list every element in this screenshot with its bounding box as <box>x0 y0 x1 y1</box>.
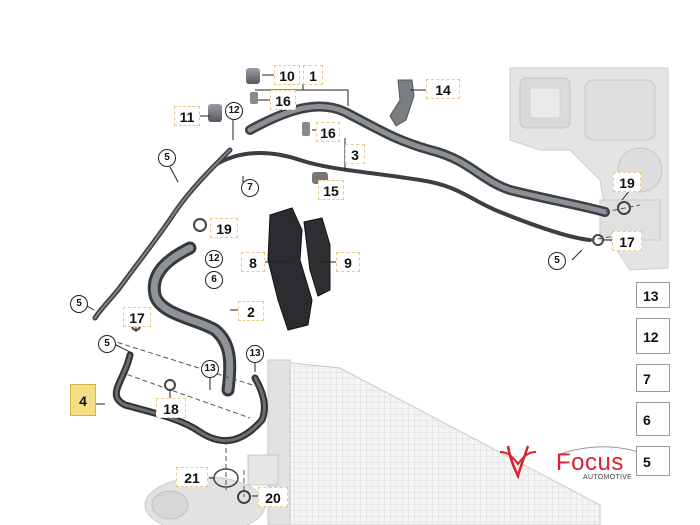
callout-2: 2 <box>238 301 264 321</box>
circle-callout-5-lower: 5 <box>98 335 116 353</box>
circle-callout-5-right: 5 <box>548 252 566 270</box>
circle-callout-7: 7 <box>241 179 259 197</box>
callout-1: 1 <box>303 65 323 85</box>
circle-callout-5-top: 5 <box>158 149 176 167</box>
legend-cell-5: 5 <box>636 446 670 476</box>
callout-20: 20 <box>258 487 288 507</box>
insulation-8 <box>267 207 313 331</box>
legend-cell-7: 7 <box>636 364 670 392</box>
part-oring-19b <box>193 218 207 232</box>
ac-hoses <box>92 101 610 445</box>
circle-callout-13-right: 13 <box>246 345 264 363</box>
callout-18: 18 <box>156 398 186 418</box>
callout-19-left: 19 <box>210 218 238 238</box>
insulation-9 <box>303 217 331 297</box>
legend-cell-13: 13 <box>636 282 670 308</box>
callout-4: 4 <box>70 384 96 416</box>
small-parts <box>131 68 631 504</box>
callout-16-upper: 16 <box>270 90 296 110</box>
callout-9: 9 <box>336 252 360 272</box>
circle-callout-6: 6 <box>205 271 223 289</box>
circle-callout-13-left: 13 <box>201 360 219 378</box>
callout-17-left: 17 <box>123 307 151 327</box>
circle-callout-5-left: 5 <box>70 295 88 313</box>
insulation-pads <box>267 207 331 331</box>
part-valve-16b <box>302 122 310 136</box>
callout-19-right: 19 <box>613 172 641 192</box>
callout-15: 15 <box>318 180 344 200</box>
callout-16-lower: 16 <box>316 122 340 142</box>
part-valve-16a <box>250 92 258 104</box>
brand-tagline: AUTOMOTIVE <box>583 474 633 481</box>
part-oring-19a <box>617 201 631 215</box>
part-cap-10 <box>246 68 260 84</box>
circle-callout-12-mid: 12 <box>205 250 223 268</box>
callout-21: 21 <box>176 467 208 487</box>
callout-14: 14 <box>426 79 460 99</box>
brand-name: Focus <box>556 449 624 476</box>
callout-11: 11 <box>174 106 200 126</box>
part-cap-11 <box>208 104 222 122</box>
part-bracket-14 <box>389 79 415 127</box>
compressor <box>144 476 266 525</box>
legend-cell-6: 6 <box>636 402 670 436</box>
legend-cell-12: 12 <box>636 318 670 354</box>
callout-8: 8 <box>241 252 265 272</box>
callout-17-right: 17 <box>612 231 642 251</box>
condenser-radiator <box>247 359 601 525</box>
callout-10: 10 <box>274 65 300 85</box>
circle-callout-12-top: 12 <box>225 102 243 120</box>
callout-3: 3 <box>345 144 365 164</box>
